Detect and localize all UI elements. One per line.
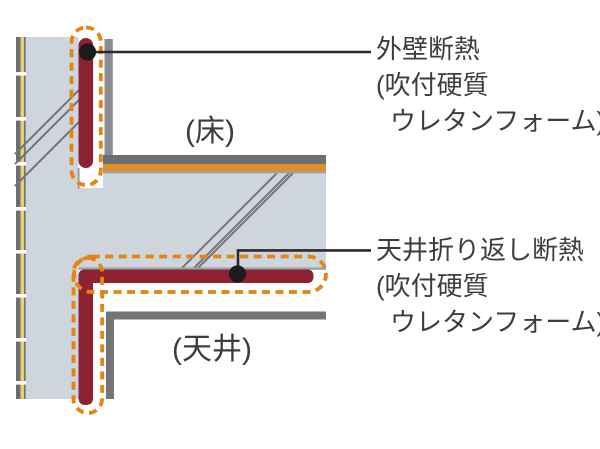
tile-joint-gap: [15, 117, 26, 121]
tile-joint-gap: [15, 381, 26, 385]
exterior-tile-strip: [20, 37, 24, 399]
tile-joint-gap: [15, 207, 26, 211]
floor-room-label: (床): [185, 115, 235, 148]
annotation-wall-insulation: 外壁断熱 (吹付硬質 ウレタンフォーム): [376, 31, 600, 139]
wall-face-line: [77, 168, 80, 189]
tile-joint-gaps: [15, 72, 26, 385]
wall-hatch-lines: [14, 89, 80, 187]
hatch-line: [14, 99, 80, 165]
annotation-wall-insulation-line1: 外壁断熱: [376, 34, 481, 64]
floor-slab-concrete: [78, 174, 326, 268]
wall-insulation-bar: [78, 38, 94, 168]
insulation-dashed-outlines: [69, 25, 328, 415]
hatch-line: [193, 171, 291, 269]
tile-joint-gap: [15, 72, 26, 76]
ceiling-insulation-dashed-outline-vertical: [71, 256, 105, 415]
leader-dot-wall-insulation: [78, 43, 97, 61]
interior-wall-board-upper: [104, 39, 113, 155]
hatch-line: [197, 171, 295, 269]
hatch-line: [181, 171, 279, 269]
ceiling-board: [106, 311, 326, 320]
hatch-line: [14, 121, 80, 187]
annotation-wall-insulation-line2: (吹付硬質: [376, 70, 489, 100]
annotation-ceiling-insulation-line2: (吹付硬質: [376, 271, 489, 301]
annotation-ceiling-insulation-line1: 天井折り返し断熱: [376, 235, 585, 265]
slab-hatch-lines: [181, 171, 295, 269]
annotation-ceiling-insulation-line3: ウレタンフォーム): [390, 307, 600, 337]
floor-underlay-orange-layer: [103, 164, 326, 171]
exterior-tile-inner-line: [24, 37, 26, 399]
leader-dot-ceiling-insulation: [228, 265, 247, 283]
slab-soffit-line: [78, 267, 326, 270]
floor-finish-layer: [103, 155, 326, 164]
hatch-line: [14, 89, 80, 155]
tile-joint-gap: [15, 162, 26, 166]
tile-joint-gap: [15, 338, 26, 342]
floor-slab-top-line: [103, 171, 326, 174]
annotation-wall-insulation-line3: ウレタンフォーム): [390, 106, 600, 136]
exterior-wall-concrete: [25, 37, 79, 399]
tile-joint-gap: [15, 250, 26, 254]
exterior-finish-strip: [16, 37, 21, 399]
wall-insulation-dashed-outline: [69, 25, 103, 187]
annotation-ceiling-insulation: 天井折り返し断熱 (吹付硬質 ウレタンフォーム): [376, 232, 600, 340]
ceiling-room-label: (天井): [172, 333, 252, 366]
tile-joint-gap: [15, 294, 26, 298]
interior-wall-board-lower: [106, 311, 114, 399]
